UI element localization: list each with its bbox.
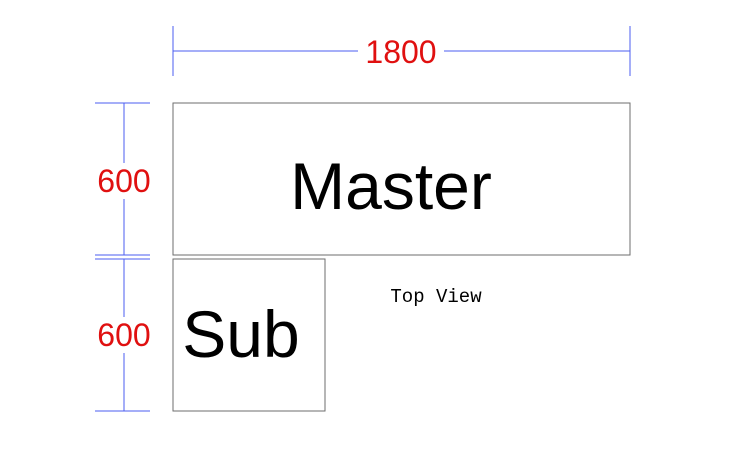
- width-dimension-label: 1800: [365, 34, 436, 70]
- master-height-label: 600: [97, 163, 150, 199]
- width-dimension: [172, 26, 631, 76]
- sub-label: Sub: [182, 297, 299, 371]
- master-label: Master: [290, 149, 492, 223]
- view-caption: Top View: [390, 286, 482, 308]
- sub-height-label: 600: [97, 317, 150, 353]
- master-block: [172, 102, 631, 256]
- sub-block: [172, 258, 326, 412]
- height-dimension: [95, 102, 150, 412]
